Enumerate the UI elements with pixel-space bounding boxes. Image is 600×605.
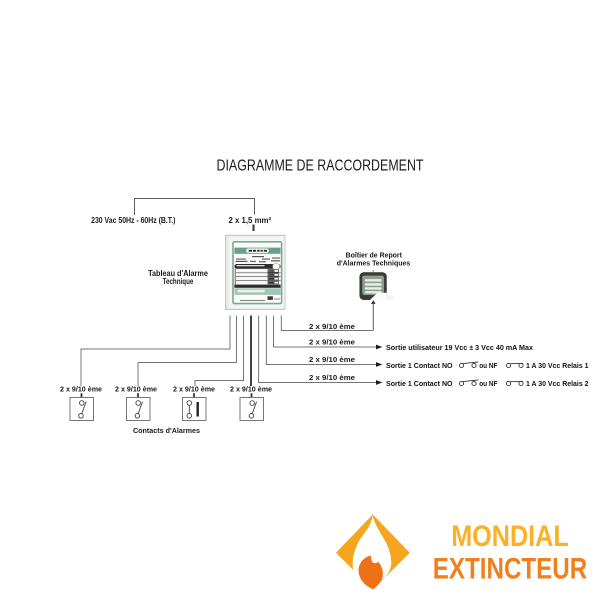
svg-text:2 x 9/10 ème: 2 x 9/10 ème (60, 385, 102, 394)
svg-text:2 x 9/10 ème: 2 x 9/10 ème (309, 338, 355, 347)
svg-text:230 Vac 50Hz - 60Hz (B.T.): 230 Vac 50Hz - 60Hz (B.T.) (91, 216, 176, 225)
svg-text:MONDIAL: MONDIAL (451, 520, 569, 553)
svg-text:DIAGRAMME DE RACCORDEMENT: DIAGRAMME DE RACCORDEMENT (217, 157, 424, 174)
svg-text:Sortie utilisateur 19 Vcc ± 3: Sortie utilisateur 19 Vcc ± 3 Vcc 40 mA … (386, 343, 534, 352)
svg-text:2 x 9/10 ème: 2 x 9/10 ème (173, 385, 215, 394)
svg-text:Sortie 1 Contact NO: Sortie 1 Contact NO (386, 379, 453, 388)
svg-text:1 A 30 Vcc Relais 1: 1 A 30 Vcc Relais 1 (526, 361, 589, 370)
svg-text:2 x 9/10 ème: 2 x 9/10 ème (309, 322, 355, 331)
svg-text:2 x 9/10 ème: 2 x 9/10 ème (115, 385, 157, 394)
svg-text:1 A 30 Vcc Relais 2: 1 A 30 Vcc Relais 2 (526, 379, 589, 388)
svg-text:ou NF: ou NF (479, 379, 498, 388)
svg-text:Contacts d'Alarmes: Contacts d'Alarmes (133, 426, 200, 435)
svg-text:2 x 9/10 ème: 2 x 9/10 ème (309, 373, 355, 382)
svg-text:d'Alarmes Techniques: d'Alarmes Techniques (337, 259, 411, 268)
svg-text:ou NF: ou NF (479, 361, 498, 370)
svg-text:2 x 9/10 ème: 2 x 9/10 ème (230, 385, 272, 394)
svg-text:EXTINCTEUR: EXTINCTEUR (433, 553, 587, 586)
svg-text:Sortie 1 Contact NO: Sortie 1 Contact NO (386, 361, 453, 370)
svg-text:2 x 9/10 ème: 2 x 9/10 ème (309, 355, 355, 364)
svg-text:Technique: Technique (163, 277, 194, 286)
svg-text:2 x 1,5 mm²: 2 x 1,5 mm² (228, 216, 271, 225)
